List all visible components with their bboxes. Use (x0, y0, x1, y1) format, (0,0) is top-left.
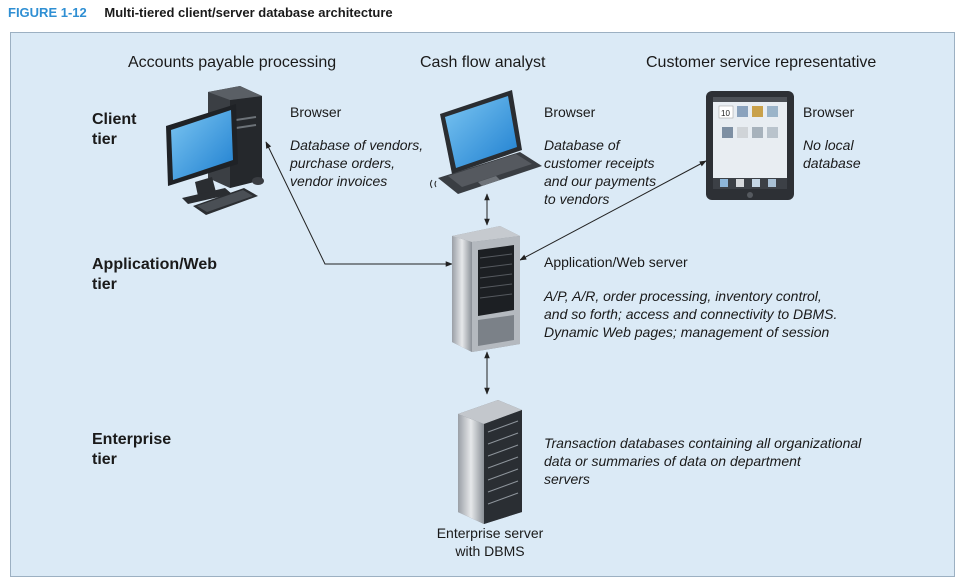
label-line: Enterprise server (436, 525, 544, 541)
figure-number: FIGURE 1-12 (8, 5, 87, 20)
tier-label-line: tier (92, 131, 117, 148)
description-line: and our payments (544, 173, 657, 189)
description-line: No local (803, 137, 854, 153)
description-line: vendor invoices (290, 173, 388, 189)
description-line: Database of vendors, (290, 137, 424, 153)
laptop-browser-label: Browser (544, 104, 596, 120)
app-server-description: A/P, A/R, order processing, inventory co… (544, 287, 837, 341)
description-line: database (803, 155, 861, 171)
figure-header: FIGURE 1-12 Multi-tiered client/server d… (8, 5, 393, 20)
tier-label-application: Application/Web tier (92, 255, 217, 295)
description-line: to vendors (544, 191, 610, 207)
tier-label-line: tier (92, 276, 117, 293)
enterprise-description: Transaction databases containing all org… (544, 434, 861, 488)
connector-desktop-appserver (265, 141, 453, 267)
connector-tablet-appserver (519, 160, 707, 261)
description-line: purchase orders, (290, 155, 396, 171)
desktop-computer-icon (166, 86, 264, 215)
tier-label-line: tier (92, 451, 117, 468)
description-line: servers (544, 471, 590, 487)
connectors (265, 141, 707, 395)
tablet-description: No local database (803, 136, 861, 172)
app-server-label: Application/Web server (544, 254, 688, 270)
tier-label-client: Client tier (92, 110, 136, 150)
laptop-description: Database of customer receipts and our pa… (544, 136, 656, 208)
tier-label-line: Application/Web (92, 256, 218, 273)
description-line: customer receipts (544, 155, 655, 171)
description-line: Transaction databases containing all org… (544, 435, 862, 451)
tier-label-enterprise: Enterprise tier (92, 430, 171, 470)
enterprise-server-label: Enterprise server with DBMS (420, 524, 560, 560)
description-line: A/P, A/R, order processing, inventory co… (544, 288, 822, 304)
tablet-browser-label: Browser (803, 104, 855, 120)
desktop-browser-label: Browser (290, 104, 342, 120)
role-cash-flow-analyst: Cash flow analyst (420, 54, 546, 71)
application-server-icon (452, 226, 520, 352)
label-line: with DBMS (455, 543, 525, 559)
tier-label-line: Enterprise (92, 431, 172, 448)
description-line: Database of (544, 137, 620, 153)
description-line: data or summaries of data on department (544, 453, 801, 469)
figure-title: Multi-tiered client/server database arch… (104, 5, 393, 20)
description-line: and so forth; access and connectivity to… (544, 306, 838, 322)
enterprise-server-icon (458, 400, 522, 524)
tablet-icon: 10 (706, 91, 794, 200)
role-customer-service: Customer service representative (646, 54, 877, 71)
desktop-description: Database of vendors, purchase orders, ve… (290, 136, 423, 190)
tier-label-line: Client (92, 111, 137, 128)
description-line: Dynamic Web pages; management of session (544, 324, 830, 340)
tablet-screen-text: 10 (721, 109, 730, 118)
laptop-icon (430, 90, 542, 194)
role-accounts-payable: Accounts payable processing (128, 54, 337, 71)
